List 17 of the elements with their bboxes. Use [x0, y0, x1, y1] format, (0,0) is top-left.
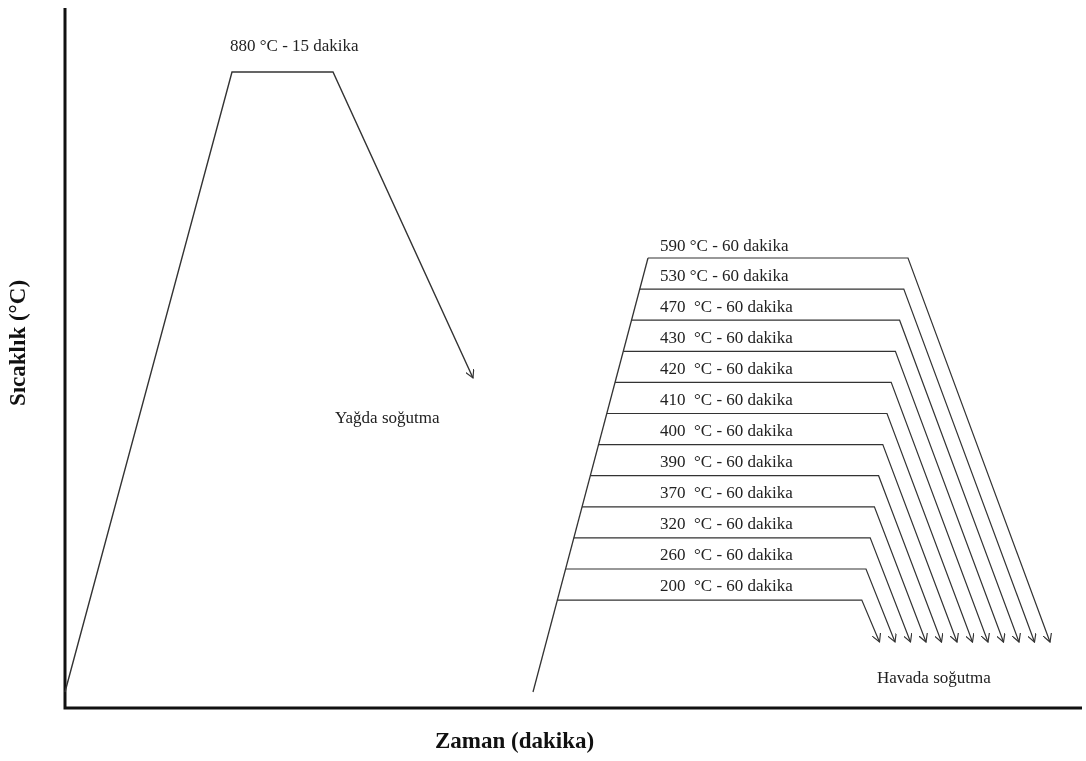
annotation-text: 880 °C - 15 dakika: [230, 36, 359, 56]
annotation-text: Yağda soğutma: [335, 408, 440, 428]
annotation-text: 430 °C - 60 dakika: [660, 328, 793, 348]
annotation-text: Havada soğutma: [877, 668, 991, 688]
annotation-text: 470 °C - 60 dakika: [660, 297, 793, 317]
annotation-text: 400 °C - 60 dakika: [660, 421, 793, 441]
annotation-text: 260 °C - 60 dakika: [660, 545, 793, 565]
axis-title: Sıcaklık (°C): [5, 279, 32, 407]
annotation-text: 200 °C - 60 dakika: [660, 576, 793, 596]
annotation-text: 420 °C - 60 dakika: [660, 359, 793, 379]
annotation-text: 530 °C - 60 dakika: [660, 266, 789, 286]
annotation-text: 590 °C - 60 dakika: [660, 236, 789, 256]
annotation-text: 410 °C - 60 dakika: [660, 390, 793, 410]
annotation-text: 320 °C - 60 dakika: [660, 514, 793, 534]
annotation-text: 390 °C - 60 dakika: [660, 452, 793, 472]
annotation-text: 370 °C - 60 dakika: [660, 483, 793, 503]
axis-title: Zaman (dakika): [435, 728, 595, 754]
